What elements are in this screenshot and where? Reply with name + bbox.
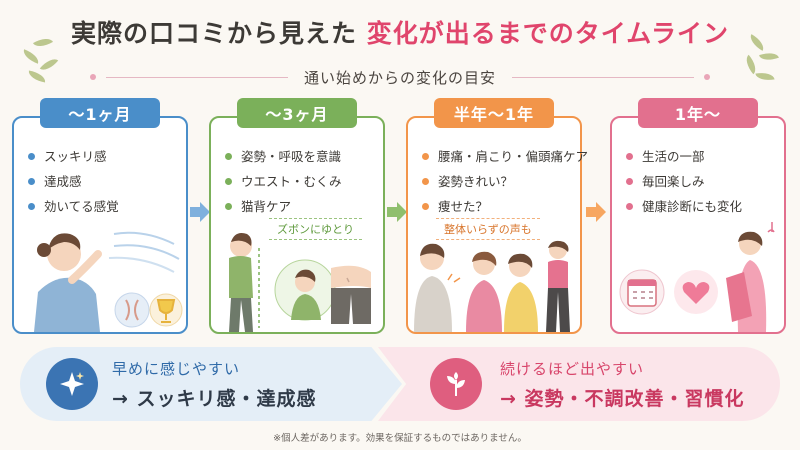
summary-left-main: → スッキリ感・達成感	[112, 388, 317, 410]
subtitle: 通い始めからの変化の目安	[304, 68, 497, 87]
stage-card-4: 生活の一部 毎回楽しみ 健康診断にも変化	[610, 116, 786, 334]
list-item: 毎回楽しみ	[626, 169, 776, 194]
list-item: ウエスト・むくみ	[225, 169, 375, 194]
stage-2-tag: ズボンにゆとり	[269, 218, 362, 240]
item-text: ウエスト・むくみ	[241, 174, 342, 189]
subtitle-row: 通い始めからの変化の目安	[90, 66, 711, 88]
posture-woman-illustration	[211, 228, 383, 332]
stage-4-list: 生活の一部 毎回楽しみ 健康診断にも変化	[626, 144, 776, 219]
arrow-right-icon	[188, 200, 212, 224]
summary-left-title: 早めに感じやすい	[112, 360, 241, 378]
item-text: 毎回楽しみ	[642, 174, 705, 189]
item-text: 腰痛・肩こり・偏頭痛ケア	[438, 149, 589, 164]
list-item: 姿勢・呼吸を意識	[225, 144, 375, 169]
item-text: 健康診断にも変化	[642, 199, 743, 214]
list-item: 痩せた？	[422, 194, 572, 219]
title-part-2: 変化が出るまでのタイムライン	[366, 19, 729, 48]
sparkle-icon	[46, 358, 98, 410]
list-item: 生活の一部	[626, 144, 776, 169]
divider-left	[106, 76, 288, 78]
lifestyle-illustration	[612, 218, 784, 332]
list-item: 健康診断にも変化	[626, 194, 776, 219]
dot-left	[90, 74, 96, 80]
list-item: 姿勢きれい？	[422, 169, 572, 194]
list-item: 猫背ケア	[225, 194, 375, 219]
dot-right	[704, 74, 711, 80]
friends-chatting-illustration	[408, 240, 580, 332]
item-text: 姿勢きれい？	[438, 174, 514, 189]
stage-card-2: 姿勢・呼吸を意識 ウエスト・むくみ 猫背ケア ズボンにゆとり	[209, 116, 385, 334]
stage-1-header: 〜1ヶ月	[40, 98, 160, 128]
stage-3-header: 半年〜1年	[434, 98, 554, 128]
stage-2-header: 〜3ヶ月	[237, 98, 357, 128]
title-part-1: 実際の口コミから見えた	[71, 19, 358, 48]
stage-card-1: スッキリ感 達成感 効いてる感覚	[12, 116, 188, 334]
page-title: 実際の口コミから見えた 変化が出るまでのタイムライン	[0, 14, 800, 50]
plant-sprout-icon	[430, 358, 482, 410]
item-text: スッキリ感	[44, 149, 107, 164]
item-text: 達成感	[44, 174, 82, 189]
summary-right-main: → 姿勢・不調改善・習慣化	[500, 388, 745, 410]
item-text: 姿勢・呼吸を意識	[241, 149, 342, 164]
disclaimer-footer: ※個人差があります。効果を保証するものではありません。	[273, 433, 527, 444]
stage-3-tag: 整体いらずの声も	[436, 218, 540, 240]
list-item: 腰痛・肩こり・偏頭痛ケア	[422, 144, 588, 169]
item-text: 効いてる感覚	[44, 199, 119, 214]
stretching-woman-illustration	[14, 214, 186, 332]
list-item: スッキリ感	[28, 144, 178, 169]
item-text: 痩せた？	[438, 199, 489, 214]
stage-1-list: スッキリ感 達成感 効いてる感覚	[28, 144, 178, 219]
stage-2-list: 姿勢・呼吸を意識 ウエスト・むくみ 猫背ケア	[225, 144, 375, 219]
list-item: 効いてる感覚	[28, 194, 178, 219]
divider-right	[512, 76, 695, 78]
list-item: 達成感	[28, 169, 178, 194]
item-text: 猫背ケア	[241, 199, 292, 214]
arrow-right-icon	[584, 200, 608, 224]
stage-card-3: 腰痛・肩こり・偏頭痛ケア 姿勢きれい？ 痩せた？ 整体いらずの声も	[406, 116, 588, 334]
arrow-right-icon	[385, 200, 409, 224]
summary-right-title: 続けるほど出やすい	[500, 360, 645, 378]
stage-4-header: 1年〜	[638, 98, 758, 128]
stage-3-list: 腰痛・肩こり・偏頭痛ケア 姿勢きれい？ 痩せた？	[422, 144, 588, 219]
item-text: 生活の一部	[642, 149, 705, 164]
